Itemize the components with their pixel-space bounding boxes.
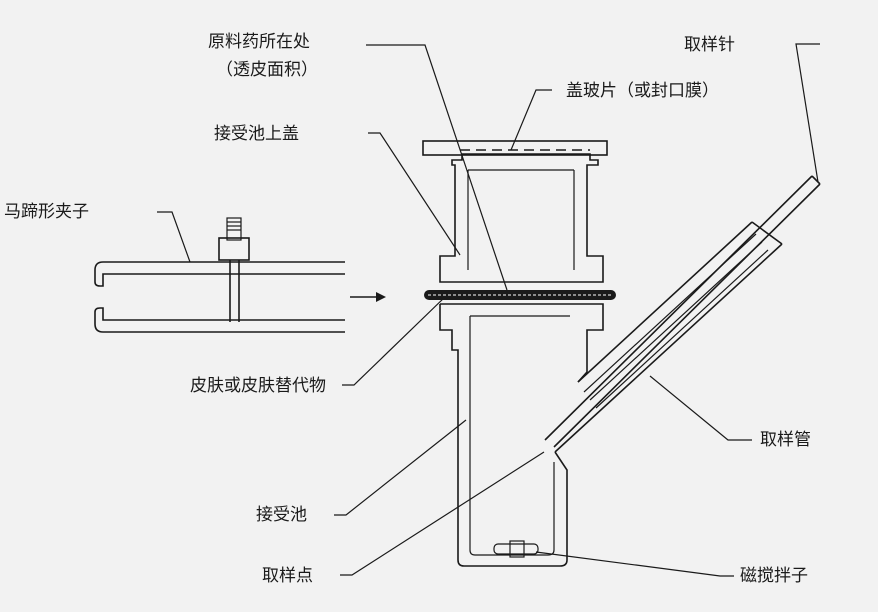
receiver-chamber [439,303,604,567]
horseshoe-clamp [94,217,345,333]
label-skin: 皮肤或皮肤替代物 [190,376,326,396]
insert-arrow [350,292,386,302]
skin-membrane [424,290,616,300]
label-drug-site-area: （透皮面积） [216,60,318,80]
leader-lines [157,43,820,577]
sampling-needle [544,175,821,448]
cover-glass [422,140,608,156]
label-sampling-tube: 取样管 [760,430,811,450]
donor-chamber [439,153,604,283]
label-receiver-lid: 接受池上盖 [214,124,299,144]
label-sampling-needle: 取样针 [684,35,735,55]
label-receiver-cell: 接受池 [256,505,307,525]
sampling-tube [544,175,821,453]
label-cover-glass: 盖玻片（或封口膜） [566,81,719,101]
label-drug-site: 原料药所在处 [208,32,310,52]
label-stir-bar: 磁搅拌子 [740,566,808,586]
stir-bar [493,540,539,558]
label-horseshoe-clamp: 马蹄形夹子 [4,202,89,222]
label-sampling-point: 取样点 [262,566,313,586]
